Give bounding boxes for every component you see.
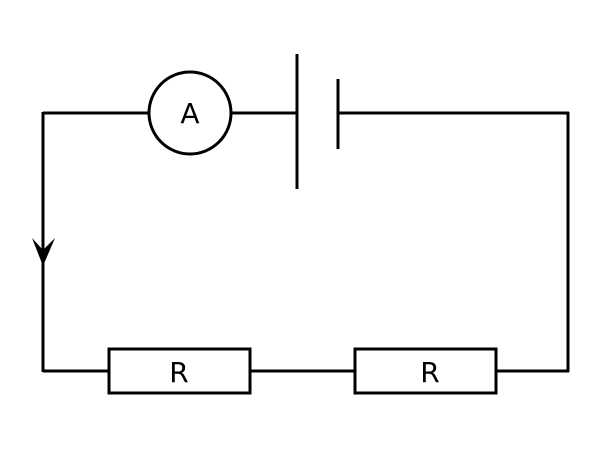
ammeter (147, 70, 233, 156)
ammeter-label: A (180, 97, 199, 130)
resistor-1-label: R (169, 356, 188, 389)
resistor-2 (353, 347, 498, 395)
resistor-1 (107, 347, 252, 395)
resistor-2-label: R (420, 356, 439, 389)
current-direction-arrow-icon (32, 238, 55, 266)
